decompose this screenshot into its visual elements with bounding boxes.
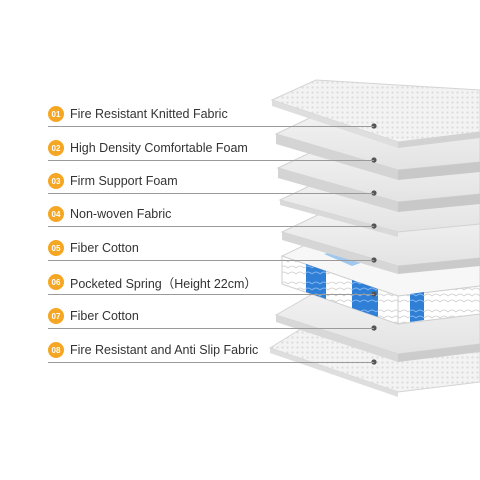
leader-dot-8	[371, 359, 377, 365]
leader-line-4	[48, 226, 374, 227]
layer-number-badge: 02	[48, 140, 64, 156]
layer-1-knitted-fabric	[270, 79, 480, 148]
leader-line-5	[48, 260, 374, 261]
layer-number-badge: 07	[48, 308, 64, 324]
leader-dot-6	[371, 291, 377, 297]
layer-label-2: 02 High Density Comfortable Foam	[48, 137, 248, 159]
layer-label-7: 07 Fiber Cotton	[48, 305, 139, 327]
layer-label-text: Firm Support Foam	[70, 174, 178, 188]
leader-line-3	[48, 193, 374, 194]
layer-label-text: Non-woven Fabric	[70, 207, 172, 221]
layer-label-text: Fiber Cotton	[70, 309, 139, 323]
layer-label-3: 03 Firm Support Foam	[48, 170, 178, 192]
layer-label-text: High Density Comfortable Foam	[70, 141, 248, 155]
layer-label-8: 08 Fire Resistant and Anti Slip Fabric	[48, 339, 258, 361]
layer-label-text: Fiber Cotton	[70, 241, 139, 255]
leader-line-2	[48, 160, 374, 161]
leader-dot-4	[371, 223, 377, 229]
layer-label-4: 04 Non-woven Fabric	[48, 203, 171, 225]
leader-dot-3	[371, 190, 377, 196]
layer-label-6: 06 Pocketed Spring（Height 22cm）	[48, 271, 257, 293]
leader-dot-1	[371, 123, 377, 129]
leader-dot-7	[371, 325, 377, 331]
layer-number-badge: 03	[48, 173, 64, 189]
leader-line-1	[48, 126, 374, 127]
layer-number-badge: 01	[48, 106, 64, 122]
layer-number-badge: 08	[48, 342, 64, 358]
layer-label-1: 01 Fire Resistant Knitted Fabric	[48, 103, 228, 125]
leader-dot-5	[371, 257, 377, 263]
leader-line-8	[48, 362, 374, 363]
layer-number-badge: 05	[48, 240, 64, 256]
leader-line-6	[48, 294, 374, 295]
leader-line-7	[48, 328, 374, 329]
layer-label-text: Fire Resistant and Anti Slip Fabric	[70, 343, 259, 357]
leader-dots	[371, 123, 377, 365]
layer-number-badge: 06	[48, 274, 64, 290]
layer-label-5: 05 Fiber Cotton	[48, 237, 139, 259]
leader-dot-2	[371, 157, 377, 163]
layer-label-text: Pocketed Spring（Height 22cm）	[70, 276, 257, 291]
layer-label-text: Fire Resistant Knitted Fabric	[70, 107, 228, 121]
layer-number-badge: 04	[48, 206, 64, 222]
